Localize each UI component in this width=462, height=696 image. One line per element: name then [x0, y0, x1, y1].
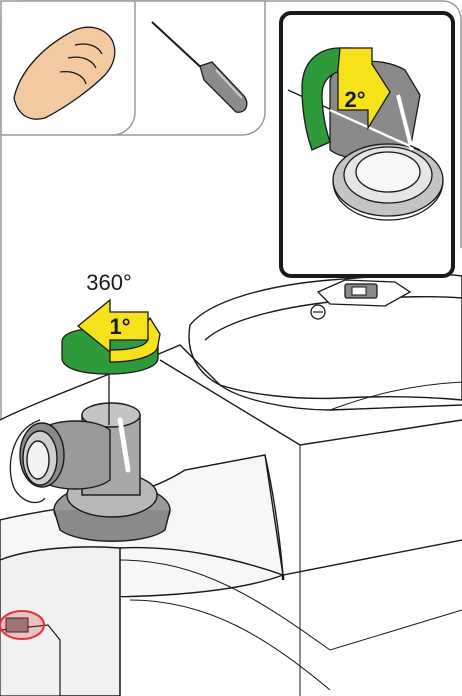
hand-icon — [13, 26, 116, 120]
rotation-arrow-1 — [61, 298, 161, 375]
screwdriver-icon — [151, 21, 248, 113]
cable — [9, 419, 46, 504]
step-two-label: 2° — [344, 87, 365, 112]
step-one-label: 1° — [109, 314, 130, 339]
elbow-fitting — [19, 402, 171, 542]
rotation-arrow-2 — [301, 47, 391, 151]
drain-plug-highlight — [0, 610, 61, 696]
rotation-angle-label: 360° — [86, 270, 132, 295]
lid-connector — [310, 279, 412, 320]
